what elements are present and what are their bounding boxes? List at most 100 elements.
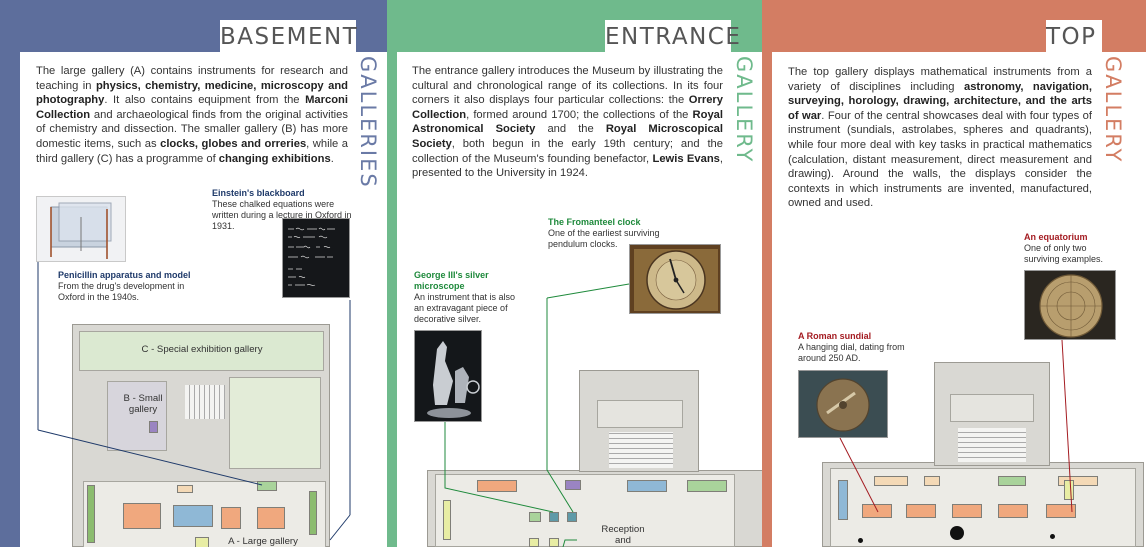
room-b-showcase [149,421,158,433]
basement-floor-plan: C - Special exhibition gallery B - Small… [72,324,330,547]
text-run: . Four of the central showcases deal wit… [788,109,1092,210]
equatorium-photo [1024,270,1116,340]
microscope-caption-title: George III's silver microscope [414,270,489,291]
highlight-term: Royal Microscopical Society [412,123,723,150]
clock-caption-title: The Fromanteel clock [548,217,641,227]
top-title: TOP [1046,20,1102,52]
room-a-label: A - Large gallery [213,536,313,547]
entrance-side-rail [387,0,397,547]
reception-label: Reception and [601,524,645,546]
basement-title: BASEMENT [220,20,357,52]
basement-stairs [185,385,225,419]
top-side-rail [762,0,772,547]
basement-leader-lines [37,262,351,541]
einstein-caption-text: These chalked equations were written dur… [212,199,352,231]
text-run: The top gallery displays mathematical in… [788,66,1092,93]
basement-showcase-8 [257,507,285,529]
text-run: The entrance gallery introduces the Muse… [412,65,723,107]
basement-side-room [229,377,321,469]
basement-description: The large gallery (A) contains instrumen… [36,64,348,166]
top-showcase-3 [924,476,940,486]
text-run: , formed around 1700; the collections of… [466,108,693,121]
top-panel: TOP GALLERY The top gallery displays mat… [762,0,1146,547]
einstein-caption-title: Einstein's blackboard [212,188,305,198]
room-b-small-gallery [107,381,167,451]
entrance-showcase-5 [443,500,451,540]
entrance-stairs [609,432,673,468]
equatorium-caption-title: An equatorium [1024,232,1088,242]
george-microscope-caption: George III's silver microscope An instru… [414,270,526,325]
top-vestibule [950,394,1034,422]
entrance-showcase-8 [529,512,541,522]
top-showcase-11 [1046,504,1076,518]
entrance-showcase-4 [687,480,727,492]
entrance-showcase-6 [567,512,577,522]
entrance-showcase-3 [627,480,667,492]
text-run: and archaeological finds from the origin… [36,108,348,150]
roman-sundial-caption: A Roman sundial A hanging dial, dating f… [798,331,910,364]
highlight-term: Lewis Evans [652,152,720,165]
entrance-description: The entrance gallery introduces the Muse… [412,64,723,181]
einstein-caption: Einstein's blackboard These chalked equa… [212,188,352,232]
clock-caption-text: One of the earliest surviving pendulum c… [548,228,660,249]
top-plan-dot-2 [858,538,863,543]
text-run: . [330,152,334,165]
basement-side-rail [0,0,20,547]
penicillin-caption-title: Penicillin apparatus and model [58,270,191,280]
entrance-vestibule [597,400,683,428]
entrance-side-label: GALLERY [732,56,756,164]
top-leader-lines [839,339,1073,513]
penicillin-apparatus-photo [36,196,126,262]
equatorium-caption-text: One of only two surviving examples. [1024,243,1104,264]
penicillin-caption-text: From the drug's development in Oxford in… [58,281,185,302]
text-run: and the [535,123,606,136]
highlight-term: Royal Astronomical Society [412,108,723,136]
top-showcase-8 [906,504,936,518]
highlight-term: Orrery Collection [412,94,723,121]
highlight-term: Marconi Collection [36,94,348,121]
top-showcase-5 [1058,476,1098,486]
highlight-term: physics, chemistry, medicine, microscopy… [36,79,348,107]
top-stairs [958,428,1026,462]
basement-showcase-9 [195,537,209,547]
text-run: The large gallery (A) contains instrumen… [36,65,348,92]
top-showcase-1 [838,480,848,520]
text-run: , presented to the University in 1924. [412,152,723,180]
top-showcase-2 [874,476,908,486]
equatorium-caption: An equatorium One of only two surviving … [1024,232,1120,265]
top-description: The top gallery displays mathematical in… [788,65,1092,211]
basement-showcase-3 [87,485,95,543]
top-side-label: GALLERY [1101,56,1125,164]
top-showcase-9 [952,504,982,518]
basement-showcase-2 [177,485,193,493]
george-microscope-photo [414,330,482,422]
highlight-term: astronomy, navigation, surveying, horolo… [788,80,1092,122]
microscope-caption-text: An instrument that is also an extravagan… [414,292,516,324]
top-showcase-4 [998,476,1026,486]
entrance-title: ENTRANCE [605,20,740,52]
basement-showcase-7 [221,507,241,529]
fromanteel-clock-caption: The Fromanteel clock One of the earliest… [548,217,678,250]
roman-sundial-photo [798,370,888,438]
top-showcase-10 [998,504,1028,518]
highlight-term: clocks, globes and orreries [160,137,307,150]
basement-showcase-5 [123,503,161,529]
top-showcase-6 [1064,480,1074,500]
penicillin-caption: Penicillin apparatus and model From the … [58,270,208,303]
text-run: . It also contains equipment from the [104,94,306,107]
fromanteel-clock-photo [629,244,721,314]
entrance-panel: ENTRANCE GALLERY The entrance gallery in… [387,0,762,547]
top-plan-dot-1 [950,526,964,540]
einstein-blackboard-photo [282,218,350,298]
highlight-term: changing exhibitions [218,152,331,165]
room-b-label: B - Small gallery [123,393,163,415]
entrance-leader-lines [444,283,630,547]
entrance-showcase-2 [565,480,581,490]
basement-side-label: GALLERIES [356,56,380,189]
basement-showcase-6 [173,505,213,527]
entrance-showcase-7 [549,512,559,522]
text-run: , both begun in the early 19th century; … [412,137,723,165]
top-plan-dot-3 [1050,534,1055,539]
sundial-caption-text: A hanging dial, dating from around 250 A… [798,342,905,363]
room-c-label: C - Special exhibition gallery [141,344,263,355]
